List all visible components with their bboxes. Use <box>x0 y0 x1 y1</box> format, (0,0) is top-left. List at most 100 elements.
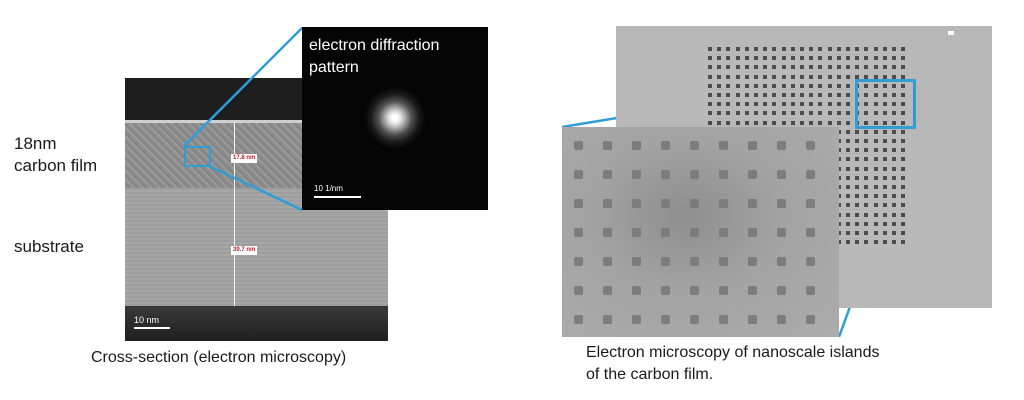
sem-island-dot <box>855 221 860 226</box>
sem-zoom-island-dot <box>806 141 815 150</box>
diffraction-title: electron diffraction pattern <box>309 35 439 79</box>
tem-scale-bar <box>134 327 170 329</box>
sem-zoom-island-dot <box>632 170 641 179</box>
sem-island-dot <box>864 74 869 79</box>
tem-scale-label: 10 nm <box>134 315 160 325</box>
sem-island-dot <box>864 240 869 245</box>
sem-island-dot <box>901 74 906 79</box>
sem-island-dot <box>892 47 896 51</box>
sem-island-dot <box>726 47 731 51</box>
sem-island-dot <box>873 148 878 153</box>
sem-island-dot <box>882 175 887 180</box>
sem-island-dot <box>873 102 878 107</box>
sem-island-dot <box>818 120 823 125</box>
sem-island-dot <box>717 74 722 79</box>
sem-island-dot <box>882 120 887 125</box>
sem-island-dot <box>772 93 777 97</box>
tem-callout-line-bottom <box>210 165 303 212</box>
sem-island-dot <box>864 93 869 97</box>
sem-island-dot <box>827 56 832 61</box>
sem-island-dot <box>708 65 712 70</box>
sem-zoom-island-dot <box>748 315 757 324</box>
sem-island-dot <box>818 74 823 79</box>
sem-zoom-island-dot <box>777 257 786 266</box>
sem-island-dot <box>901 56 906 61</box>
sem-zoom-island-dot <box>661 257 670 266</box>
sem-island-dot <box>873 139 878 143</box>
sem-zoom-island-dot <box>806 199 815 208</box>
sem-island-dot <box>781 83 786 88</box>
sem-zoom-island-dot <box>777 199 786 208</box>
sem-island-dot <box>744 102 749 107</box>
sem-island-dot <box>735 93 740 97</box>
sem-zoom-island-dot <box>748 286 757 295</box>
sem-island-dot <box>882 185 887 189</box>
sem-island-dot <box>864 175 869 180</box>
sem-island-dot <box>901 47 906 51</box>
substrate-label: substrate <box>14 237 84 256</box>
sem-island-dot <box>864 166 869 171</box>
sem-island-dot <box>846 65 850 70</box>
sem-island-dot <box>763 111 768 116</box>
sem-island-dot <box>708 74 712 79</box>
sem-island-dot <box>726 102 731 107</box>
sem-island-dot <box>800 102 804 107</box>
sem-island-dot <box>901 203 906 208</box>
sem-island-dot <box>836 93 841 97</box>
sem-island-dot <box>846 111 850 116</box>
sem-island-dot <box>882 111 887 116</box>
sem-zoom-island-dot <box>603 315 612 324</box>
sem-zoom-island-dot <box>719 199 728 208</box>
sem-island-dot <box>754 74 758 79</box>
sem-zoom-island-dot <box>806 315 815 324</box>
sem-island-dot <box>754 120 758 125</box>
sem-island-dot <box>901 120 906 125</box>
sem-island-dot <box>892 175 896 180</box>
sem-island-dot <box>882 203 887 208</box>
sem-island-dot <box>772 65 777 70</box>
tem-measurement-line <box>234 122 235 306</box>
sem-zoom-island-dot <box>690 286 699 295</box>
sem-surface-speck <box>948 31 954 35</box>
sem-island-dot <box>882 93 887 97</box>
sem-island-dot <box>744 65 749 70</box>
sem-zoom-island-dot <box>748 170 757 179</box>
sem-island-dot <box>855 74 860 79</box>
sem-zoom-island-dot <box>574 199 583 208</box>
sem-island-dot <box>818 83 823 88</box>
sem-island-dot <box>901 129 906 134</box>
sem-island-dot <box>818 65 823 70</box>
sem-zoom-island-dot <box>748 141 757 150</box>
film-thickness-tag: 17.8 nm <box>231 154 258 163</box>
sem-island-dot <box>708 56 712 61</box>
sem-zoom-island-dot <box>603 141 612 150</box>
sem-zoom-island-dot <box>574 170 583 179</box>
sem-island-dot <box>855 148 860 153</box>
sem-island-dot <box>901 139 906 143</box>
sem-island-dot <box>846 240 850 245</box>
sem-island-dot <box>744 74 749 79</box>
sem-island-dot <box>754 83 758 88</box>
sem-zoom-island-dot <box>632 199 641 208</box>
sem-island-dot <box>892 65 896 70</box>
sem-island-dot <box>873 74 878 79</box>
sem-island-dot <box>800 93 804 97</box>
sem-island-dot <box>901 175 906 180</box>
sem-island-dot <box>846 56 850 61</box>
sem-island-dot <box>873 120 878 125</box>
sem-highlight-box <box>855 79 916 129</box>
sem-island-dot <box>855 65 860 70</box>
sem-island-dot <box>800 111 804 116</box>
sem-island-dot <box>864 83 869 88</box>
sem-island-dot <box>790 65 795 70</box>
sem-island-dot <box>873 157 878 162</box>
sem-zoom-island-dot <box>690 199 699 208</box>
sem-island-dot <box>892 157 896 162</box>
sem-island-dot <box>726 111 731 116</box>
film-label-line2: carbon film <box>14 156 98 175</box>
sem-island-dot <box>882 83 887 88</box>
sem-island-dot <box>836 120 841 125</box>
sem-island-dot <box>873 221 878 226</box>
sem-island-dot <box>717 65 722 70</box>
sem-island-dot <box>892 148 896 153</box>
